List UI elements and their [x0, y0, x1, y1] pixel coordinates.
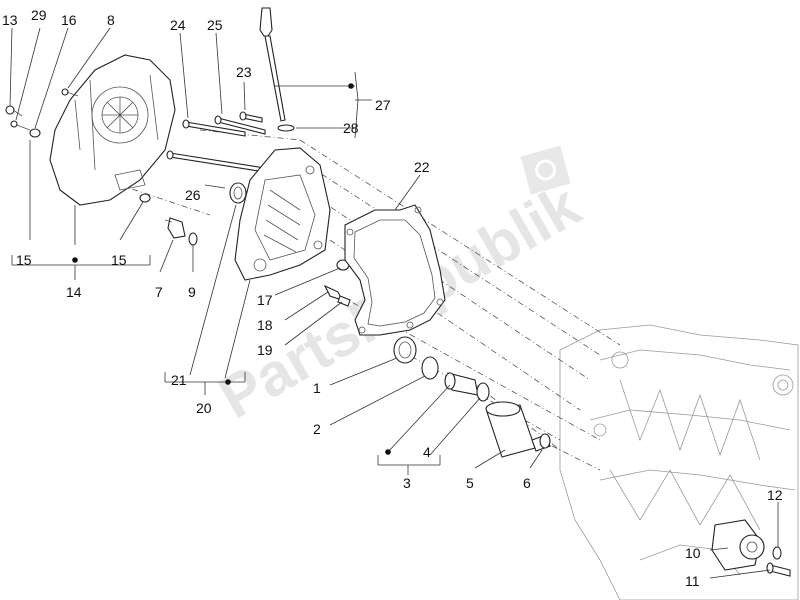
oil-filter-5[interactable] — [485, 401, 536, 458]
screw-8[interactable] — [61, 88, 79, 97]
watermark-gear-icon — [520, 145, 571, 195]
oil-pump-10[interactable] — [711, 519, 765, 571]
callout-15-right: 15 — [111, 252, 127, 268]
o-ring-4[interactable] — [476, 382, 490, 402]
callout-16: 16 — [61, 12, 77, 28]
callout-2: 2 — [313, 421, 321, 437]
bush-16[interactable] — [29, 128, 41, 138]
callout-15-left: 15 — [16, 252, 32, 268]
fitting-19[interactable] — [337, 295, 351, 307]
bolt-26[interactable] — [166, 150, 266, 173]
callout-17: 17 — [257, 292, 273, 308]
side-cover-20[interactable] — [234, 147, 331, 281]
callout-8: 8 — [107, 12, 115, 28]
sensor-7[interactable] — [164, 217, 186, 239]
callout-25: 25 — [207, 17, 223, 33]
callout-28: 28 — [343, 120, 359, 136]
filter-fitting-3[interactable] — [444, 372, 479, 396]
gasket-22[interactable] — [344, 204, 446, 336]
leader-lines — [9, 27, 779, 579]
callout-26: 26 — [185, 187, 201, 203]
callout-14: 14 — [66, 284, 82, 300]
callout-6: 6 — [523, 475, 531, 491]
callout-5: 5 — [466, 475, 474, 491]
flywheel-cover[interactable] — [49, 54, 176, 206]
washer-9[interactable] — [188, 232, 198, 246]
dipstick-27[interactable] — [259, 7, 286, 122]
bolt-24[interactable] — [182, 119, 246, 137]
filter-seal-1[interactable] — [393, 336, 417, 364]
callout-22: 22 — [414, 159, 430, 175]
callout-24: 24 — [170, 17, 186, 33]
screw-29[interactable] — [10, 120, 31, 131]
callout-1: 1 — [313, 380, 321, 396]
callout-4: 4 — [423, 444, 431, 460]
callout-29: 29 — [31, 7, 47, 23]
callout-18: 18 — [257, 317, 273, 333]
callout-7: 7 — [155, 284, 163, 300]
callout-19: 19 — [257, 342, 273, 358]
callout-9: 9 — [188, 284, 196, 300]
callout-10: 10 — [685, 545, 701, 561]
callout-3: 3 — [403, 475, 411, 491]
bolt-25[interactable] — [214, 115, 266, 135]
oil-seal-21[interactable] — [229, 182, 247, 204]
screw-11[interactable] — [766, 562, 791, 577]
callout-27: 27 — [375, 97, 391, 113]
callout-20: 20 — [196, 400, 212, 416]
bush-15-right[interactable] — [139, 193, 151, 203]
dot-markers — [72, 83, 391, 455]
callout-21: 21 — [171, 372, 187, 388]
o-ring-28[interactable] — [277, 124, 295, 132]
o-ring-2[interactable] — [421, 356, 439, 380]
drain-plug-6[interactable] — [531, 433, 551, 452]
washer-12[interactable] — [772, 546, 782, 560]
callout-11: 11 — [685, 573, 700, 589]
engine-crankcase-outline — [559, 324, 799, 600]
bolt-23[interactable] — [239, 111, 263, 123]
callout-13: 13 — [2, 12, 18, 28]
callout-12: 12 — [767, 487, 783, 503]
callout-23: 23 — [236, 64, 252, 80]
callout-labels: 13 29 16 8 24 25 23 27 28 22 26 15 15 14… — [2, 7, 783, 589]
